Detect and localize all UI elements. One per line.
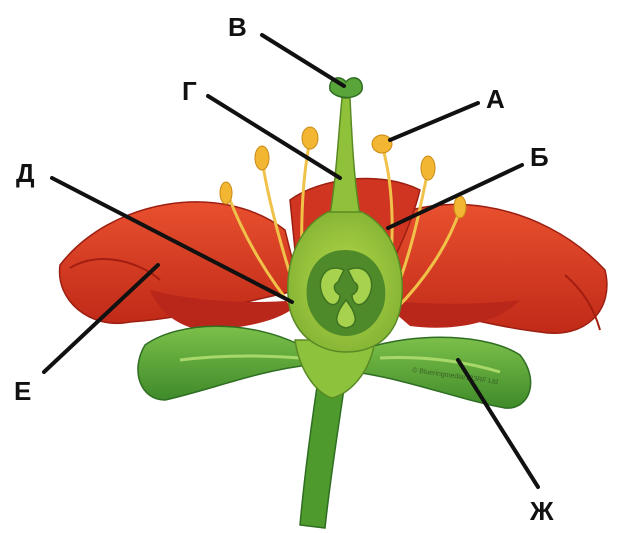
label-zh: Ж [529, 496, 554, 526]
leader-line-v [262, 35, 344, 86]
leader-line-g [208, 96, 340, 178]
style [330, 98, 360, 215]
label-v: В [228, 12, 247, 42]
label-b: Б [530, 142, 549, 172]
label-d: Д [16, 158, 35, 188]
leader-line-a [390, 103, 478, 140]
stem [300, 380, 345, 528]
label-g: Г [182, 76, 197, 106]
label-a: А [486, 84, 505, 114]
label-e: Е [14, 376, 31, 406]
